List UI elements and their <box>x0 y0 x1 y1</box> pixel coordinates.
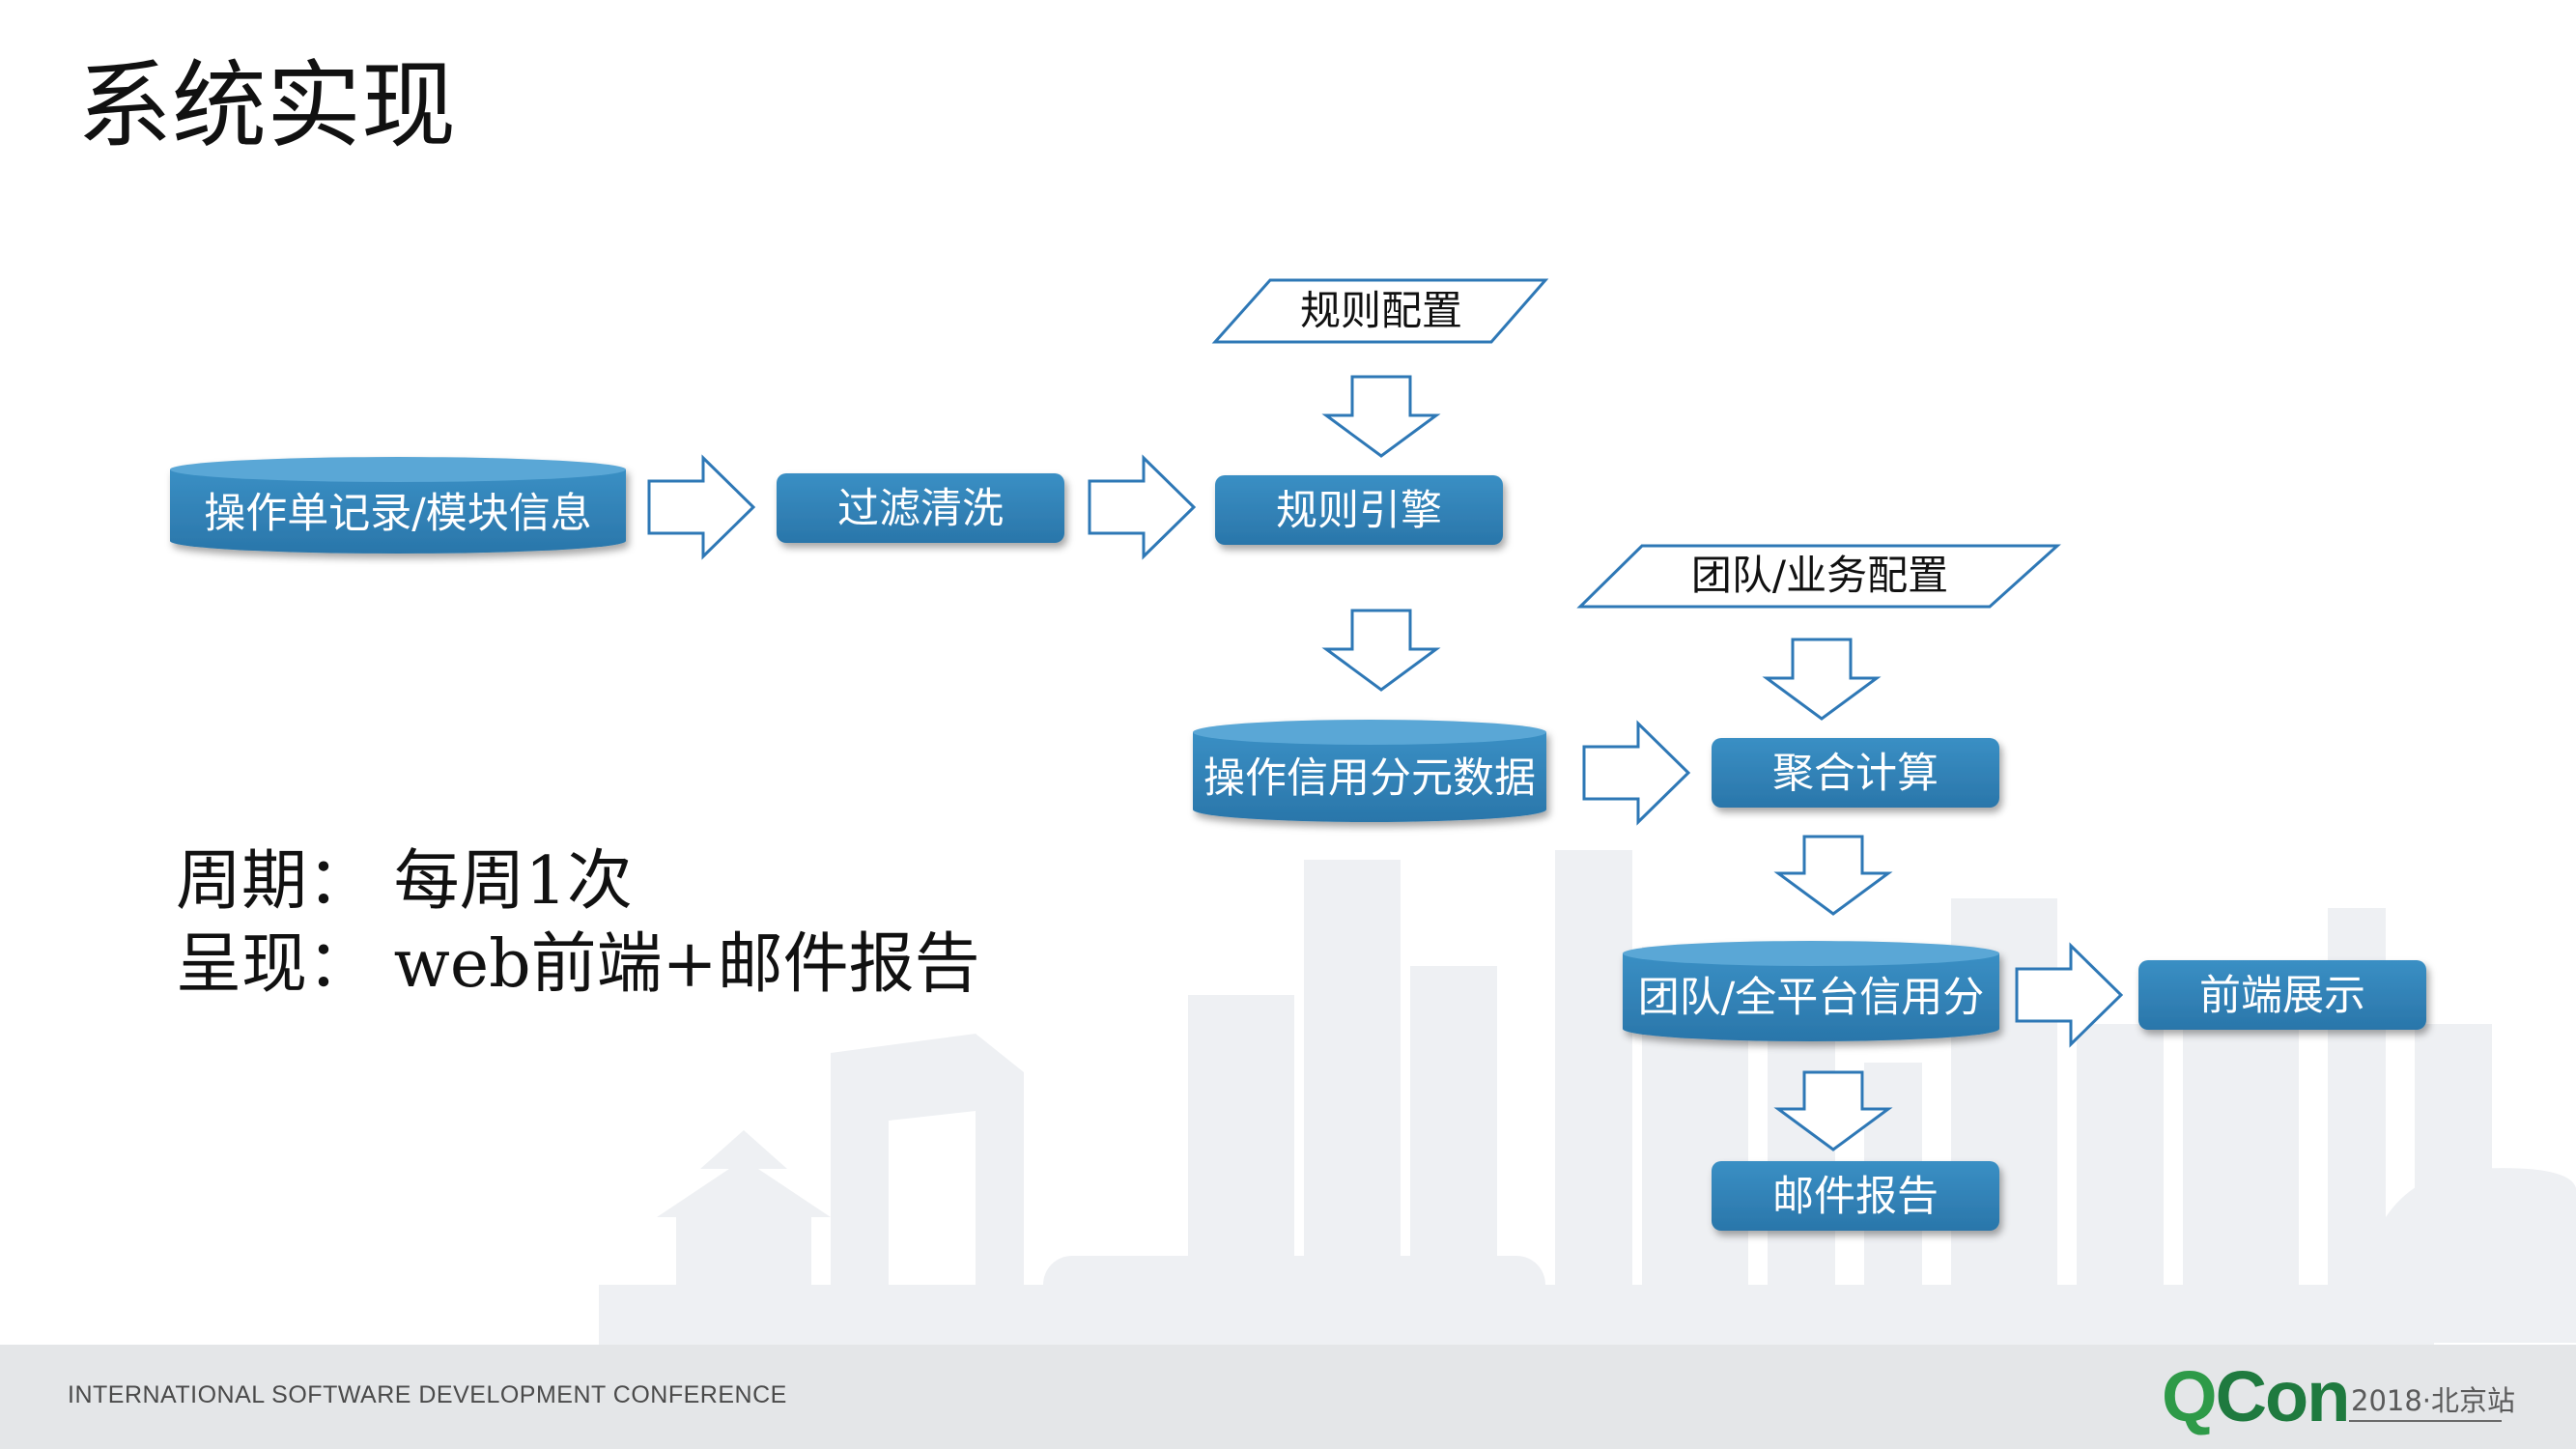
footer-edition-underline <box>2349 1420 2502 1422</box>
arrow-records-to-filter <box>647 454 756 560</box>
arrow-score-to-email <box>1773 1070 1893 1151</box>
node-credit-meta <box>1193 720 1546 822</box>
note-presentation: 呈现： web前端+邮件报告 <box>176 926 980 1003</box>
node-team-platform-score <box>1623 941 1999 1041</box>
node-rule-config <box>1211 278 1549 344</box>
note-period: 周期： 每周1次 <box>176 843 633 920</box>
node-rule-config-label: 规则配置 <box>1300 287 1462 334</box>
node-rule-engine <box>1215 475 1503 545</box>
qcon-logo-q: Q <box>2162 1356 2218 1436</box>
arrow-meta-to-aggregate <box>1582 720 1691 826</box>
node-op-records <box>170 457 626 554</box>
node-team-config-label: 团队/业务配置 <box>1691 552 1948 599</box>
notes-block: 周期： 每周1次 呈现： web前端+邮件报告 <box>176 840 980 1007</box>
arrow-ruleconfig-to-engine <box>1321 375 1441 458</box>
node-email-report-label: 邮件报告 <box>1772 1173 1939 1221</box>
node-email-report <box>1712 1161 1999 1231</box>
node-rule-engine-label: 规则引擎 <box>1276 487 1442 535</box>
arrow-engine-to-meta <box>1321 609 1441 692</box>
footer-bar <box>0 1345 2576 1449</box>
node-team-platform-score-label: 团队/全平台信用分 <box>1638 974 1985 1022</box>
node-op-records-label: 操作单记录/模块信息 <box>204 490 592 538</box>
arrow-aggregate-to-score <box>1773 835 1893 916</box>
slide-title: 系统实现 <box>77 51 457 161</box>
node-frontend <box>2138 960 2426 1030</box>
node-aggregate-label: 聚合计算 <box>1772 750 1939 798</box>
footer-conference-name: INTERNATIONAL SOFTWARE DEVELOPMENT CONFE… <box>68 1381 787 1408</box>
node-aggregate <box>1712 738 1999 808</box>
arrow-teamconfig-to-aggregate <box>1762 638 1882 721</box>
footer-edition: 2018·北京站 <box>2351 1384 2516 1417</box>
qcon-logo: QCon <box>2162 1356 2351 1436</box>
arrow-filter-to-engine <box>1088 454 1197 560</box>
node-team-config <box>1576 544 2061 609</box>
node-credit-meta-label: 操作信用分元数据 <box>1203 754 1536 803</box>
node-filter <box>777 473 1064 543</box>
node-filter-label: 过滤清洗 <box>837 485 1004 533</box>
arrow-score-to-frontend <box>2015 942 2124 1048</box>
qcon-logo-rest: Con <box>2215 1356 2351 1436</box>
node-frontend-label: 前端展示 <box>2199 972 2365 1020</box>
